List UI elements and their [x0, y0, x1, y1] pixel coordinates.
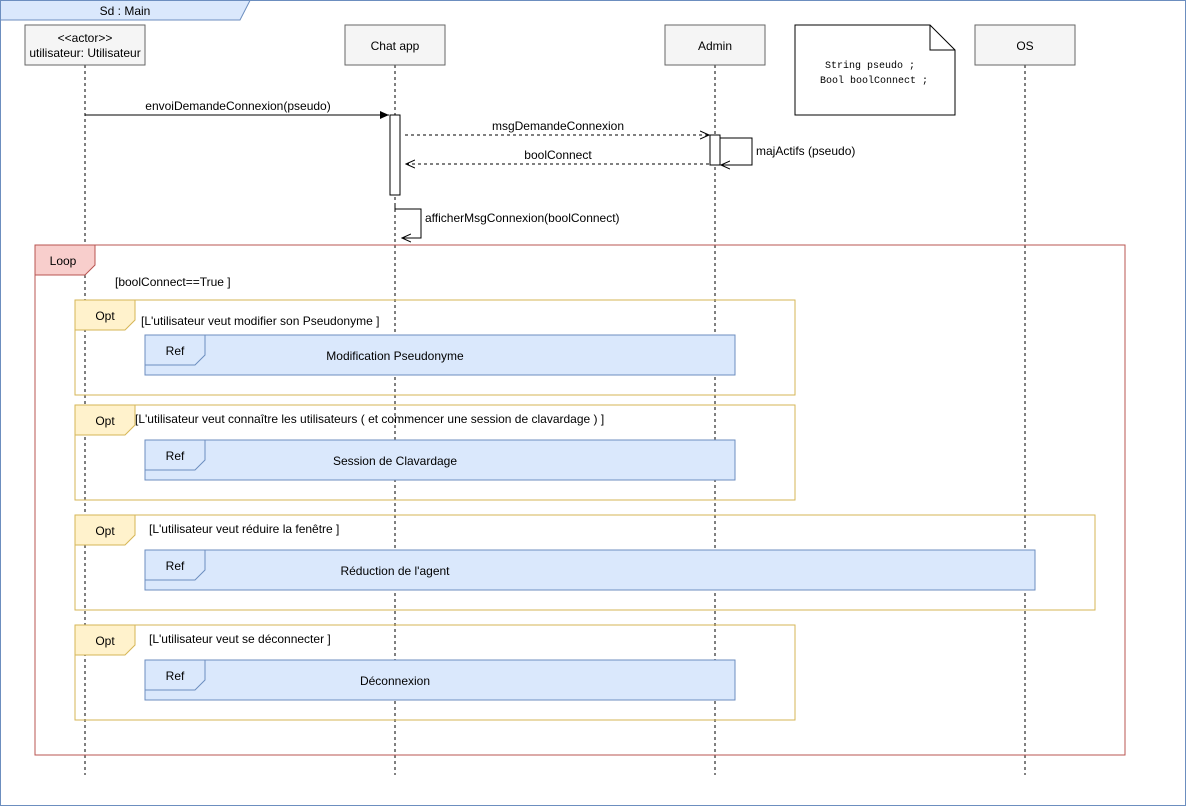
participant-chat-app-label: Chat app [371, 39, 420, 53]
message-label-envoi: envoiDemandeConnexion(pseudo) [145, 99, 330, 113]
note-line-1: String pseudo ; [825, 60, 915, 72]
opt-4-tag: Opt [95, 634, 115, 648]
participant-os-label: OS [1016, 39, 1033, 53]
opt-fragment-2: Opt [L'utilisateur veut connaître les ut… [74, 404, 796, 501]
message-label-boolconnect: boolConnect [524, 148, 592, 162]
participant-admin[interactable]: Admin [664, 24, 766, 66]
ref-4-label: Déconnexion [360, 674, 430, 688]
frame-tag [0, 0, 251, 21]
note-line-2: Bool boolConnect ; [820, 75, 928, 87]
frame-title: Sd : Main [100, 4, 151, 18]
activation-admin [709, 134, 721, 166]
opt-4-guard: [L'utilisateur veut se déconnecter ] [149, 632, 331, 646]
message-label-afficher: afficherMsgConnexion(boolConnect) [425, 211, 620, 225]
opt-2-tag: Opt [95, 414, 115, 428]
loop-fragment: Loop [boolConnect==True ] [34, 244, 1126, 756]
ref-1-tag: Ref [166, 344, 185, 358]
activation-chat [389, 114, 401, 196]
ref-3-tag: Ref [166, 559, 185, 573]
opt-1-tag: Opt [95, 309, 115, 323]
ref-2-tag: Ref [166, 449, 185, 463]
opt-fragment-1: Opt [L'utilisateur veut modifier son Pse… [74, 299, 796, 396]
ref-reduction-agent[interactable]: Ref Réduction de l'agent [144, 549, 1036, 591]
loop-guard: [boolConnect==True ] [115, 275, 231, 289]
ref-3-label: Réduction de l'agent [340, 564, 450, 578]
message-arrow-afficher [394, 205, 422, 238]
participant-os[interactable]: OS [974, 24, 1076, 66]
participant-user-label: utilisateur: Utilisateur [29, 46, 140, 60]
ref-deconnexion[interactable]: Ref Déconnexion [144, 659, 736, 701]
opt-2-guard: [L'utilisateur veut connaître les utilis… [135, 412, 604, 426]
opt-3-tag: Opt [95, 524, 115, 538]
participant-user-stereotype: <<actor>> [58, 31, 113, 45]
ref-session-clavardage[interactable]: Ref Session de Clavardage [144, 439, 736, 481]
ref-modification-pseudonyme[interactable]: Ref Modification Pseudonyme [144, 334, 736, 376]
message-arrow-majactifs [720, 137, 753, 165]
opt-1-guard: [L'utilisateur veut modifier son Pseudon… [141, 314, 379, 328]
loop-tag-label: Loop [50, 254, 77, 268]
message-label-msgdemande: msgDemandeConnexion [492, 119, 624, 133]
participant-user[interactable]: <<actor>> utilisateur: Utilisateur [24, 24, 146, 66]
participant-admin-label: Admin [698, 39, 732, 53]
opt-fragment-4: Opt [L'utilisateur veut se déconnecter ] [74, 624, 796, 721]
opt-fragment-3: Opt [L'utilisateur veut réduire la fenêt… [74, 514, 1096, 611]
opt-3-guard: [L'utilisateur veut réduire la fenêtre ] [149, 522, 339, 536]
message-label-majactifs: majActifs (pseudo) [756, 144, 855, 158]
participant-chat-app[interactable]: Chat app [344, 24, 446, 66]
note[interactable]: String pseudo ; Bool boolConnect ; [794, 24, 956, 116]
loop-tag [34, 244, 96, 276]
ref-1-label: Modification Pseudonyme [326, 349, 464, 363]
ref-2-label: Session de Clavardage [333, 454, 457, 468]
ref-4-tag: Ref [166, 669, 185, 683]
